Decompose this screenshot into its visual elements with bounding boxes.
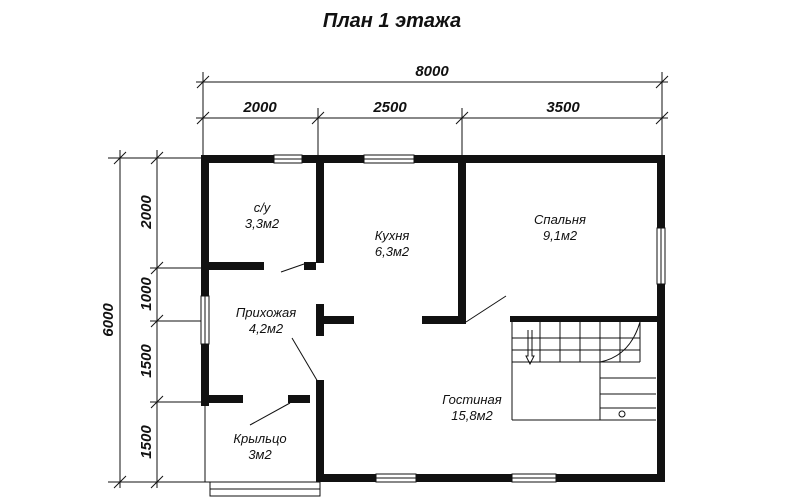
doors [249,263,507,426]
dim-width-1: 2000 [242,99,277,116]
left-dimensions [108,150,210,489]
room-hallway-area: 4,2м2 [249,321,284,336]
walls [201,155,665,482]
top-dimensions [196,72,669,158]
dim-width-3: 3500 [546,99,580,116]
room-living-name: Гостиная [442,392,502,407]
dim-height-4: 1500 [138,425,155,459]
room-porch-area: 3м2 [248,447,272,462]
porch-outline [204,406,321,497]
windows [200,154,666,483]
dim-total-width: 8000 [415,63,449,80]
room-kitchen-name: Кухня [375,228,410,243]
dim-width-2: 2500 [372,99,407,116]
room-kitchen-area: 6,3м2 [375,244,410,259]
staircase [511,321,656,421]
dim-total-height: 6000 [100,303,117,337]
plan-title: План 1 этажа [323,10,461,32]
room-hallway-name: Прихожая [236,305,296,320]
room-living-area: 15,8м2 [451,408,493,423]
room-bedroom-name: Спальня [534,212,586,227]
room-bathroom-area: 3,3м2 [245,216,280,231]
room-porch-name: Крыльцо [233,431,286,446]
room-bathroom-name: с/у [254,200,272,215]
dim-height-3: 1500 [138,344,155,378]
room-bedroom-area: 9,1м2 [543,228,578,243]
dim-height-1: 2000 [138,195,155,230]
dim-height-2: 1000 [138,277,155,311]
